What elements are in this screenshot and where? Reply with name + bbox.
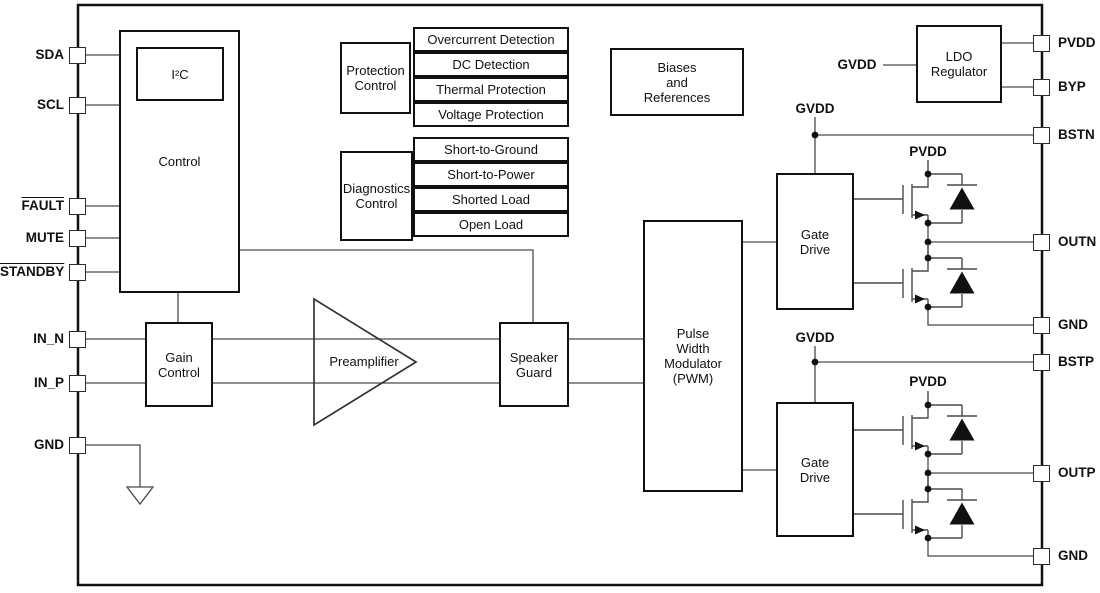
protection-function-label: DC Detection: [452, 56, 530, 72]
protection-function-row: DC Detection: [413, 52, 569, 77]
pin-outn: [1033, 234, 1050, 251]
block-ldo-regulator-label: LDO Regulator: [930, 49, 988, 79]
pin-gnd-left: [69, 437, 86, 454]
pin-gnd-n: [1033, 317, 1050, 334]
preamplifier-triangle: [313, 297, 418, 427]
pin-label-in-n: IN_N: [33, 331, 64, 346]
pin-bstn: [1033, 127, 1050, 144]
pin-label-byp: BYP: [1058, 79, 1086, 94]
wire-gnd: [86, 444, 141, 487]
wire-control-speaker-guard: [240, 249, 534, 322]
wire-speakerguard-pwm: [568, 338, 643, 384]
block-protection-control-label: Protection Control: [346, 63, 405, 93]
diagnostics-function-label: Short-to-Power: [447, 166, 535, 182]
block-biases-references-label: Biases and References: [643, 59, 711, 105]
protection-function-label: Thermal Protection: [436, 81, 546, 97]
block-gate-drive-top: Gate Drive: [776, 173, 854, 310]
block-gate-drive-top-label: Gate Drive: [799, 226, 831, 257]
protection-function-row: Thermal Protection: [413, 77, 569, 102]
block-gate-drive-bottom-label: Gate Drive: [799, 454, 831, 485]
pin-label-fault: FAULT: [21, 198, 65, 213]
diagnostics-function-row: Short-to-Ground: [413, 137, 569, 162]
pin-label-gnd-p: GND: [1058, 548, 1088, 563]
pin-label-bstn: BSTN: [1058, 127, 1095, 142]
wire-gain-speakerguard: [213, 338, 499, 384]
net-label-gvdd-ldo: GVDD: [837, 57, 877, 72]
protection-function-label: Voltage Protection: [438, 106, 544, 122]
pin-fault: [69, 198, 86, 215]
pin-scl: [69, 97, 86, 114]
block-protection-control: Protection Control: [340, 42, 411, 114]
block-diagnostics-control-label: Diagnostics Control: [342, 181, 411, 211]
mosfet-low-side-p: [852, 474, 978, 543]
pin-label-sda: SDA: [35, 47, 64, 62]
pin-standby: [69, 264, 86, 281]
pin-label-standby: STANDBY: [0, 264, 65, 279]
pin-outp: [1033, 465, 1050, 482]
pin-pvdd: [1033, 35, 1050, 52]
block-pwm-label: Pulse Width Modulator (PWM): [664, 326, 722, 386]
block-diagnostics-control: Diagnostics Control: [340, 151, 413, 241]
pin-byp: [1033, 79, 1050, 96]
junction-dots: [811, 131, 932, 477]
block-gain-control-label: Gain Control: [158, 349, 200, 380]
mosfet-low-side-n: [852, 243, 978, 312]
pin-in-p: [69, 375, 86, 392]
diagnostics-function-label: Shorted Load: [451, 191, 531, 207]
diagnostics-function-row: Shorted Load: [413, 187, 569, 212]
block-speaker-guard-label: Speaker Guard: [509, 349, 559, 380]
block-gate-drive-bottom: Gate Drive: [776, 402, 854, 537]
wire-gnd-p: [927, 538, 1034, 557]
mosfet-high-side-n: [852, 159, 978, 228]
diagnostics-function-row: Open Load: [413, 212, 569, 237]
block-preamplifier-label: Preamplifier: [329, 354, 399, 369]
pin-label-scl: SCL: [37, 97, 64, 112]
pin-label-pvdd: PVDD: [1058, 35, 1096, 50]
pin-bstp: [1033, 354, 1050, 371]
wires: [86, 42, 1034, 557]
pin-sda: [69, 47, 86, 64]
net-label-gvdd-bottom: GVDD: [795, 330, 835, 345]
net-label-gvdd-top: GVDD: [795, 101, 835, 116]
block-ldo-regulator: LDO Regulator: [916, 25, 1002, 103]
pin-label-outp: OUTP: [1058, 465, 1096, 480]
pin-label-bstp: BSTP: [1058, 354, 1095, 369]
pin-mute: [69, 230, 86, 247]
pin-in-n: [69, 331, 86, 348]
ground-symbol-icon: [125, 486, 155, 506]
block-biases-references: Biases and References: [610, 48, 744, 116]
net-label-pvdd-bottom: PVDD: [909, 374, 947, 389]
net-label-pvdd-top: PVDD: [909, 144, 947, 159]
protection-function-row: Voltage Protection: [413, 102, 569, 127]
block-control: Control: [119, 30, 240, 293]
pin-label-outn: OUTN: [1058, 234, 1097, 249]
mosfet-high-side-p: [852, 390, 978, 459]
block-i2c: I²C: [136, 47, 224, 101]
diagnostics-function-label: Open Load: [458, 216, 524, 232]
chip-outline: [76, 3, 1044, 587]
diagnostics-function-label: Short-to-Ground: [444, 141, 538, 157]
wire-gvdd-bstp: [814, 346, 1034, 402]
diagnostics-function-row: Short-to-Power: [413, 162, 569, 187]
block-pwm: Pulse Width Modulator (PWM): [643, 220, 743, 492]
block-gain-control: Gain Control: [145, 322, 213, 407]
pin-label-gnd-left: GND: [34, 437, 64, 452]
block-speaker-guard: Speaker Guard: [499, 322, 569, 407]
pin-gnd-p: [1033, 548, 1050, 565]
pin-label-gnd-n: GND: [1058, 317, 1088, 332]
wire-gvdd-bstn: [814, 117, 1034, 173]
wire-gnd-n: [927, 307, 1034, 326]
protection-function-label: Overcurrent Detection: [427, 31, 555, 47]
protection-function-row: Overcurrent Detection: [413, 27, 569, 52]
pin-label-mute: MUTE: [25, 230, 64, 245]
pin-label-in-p: IN_P: [33, 375, 64, 390]
block-i2c-label: I²C: [171, 66, 189, 82]
block-control-label: Control: [158, 154, 201, 169]
